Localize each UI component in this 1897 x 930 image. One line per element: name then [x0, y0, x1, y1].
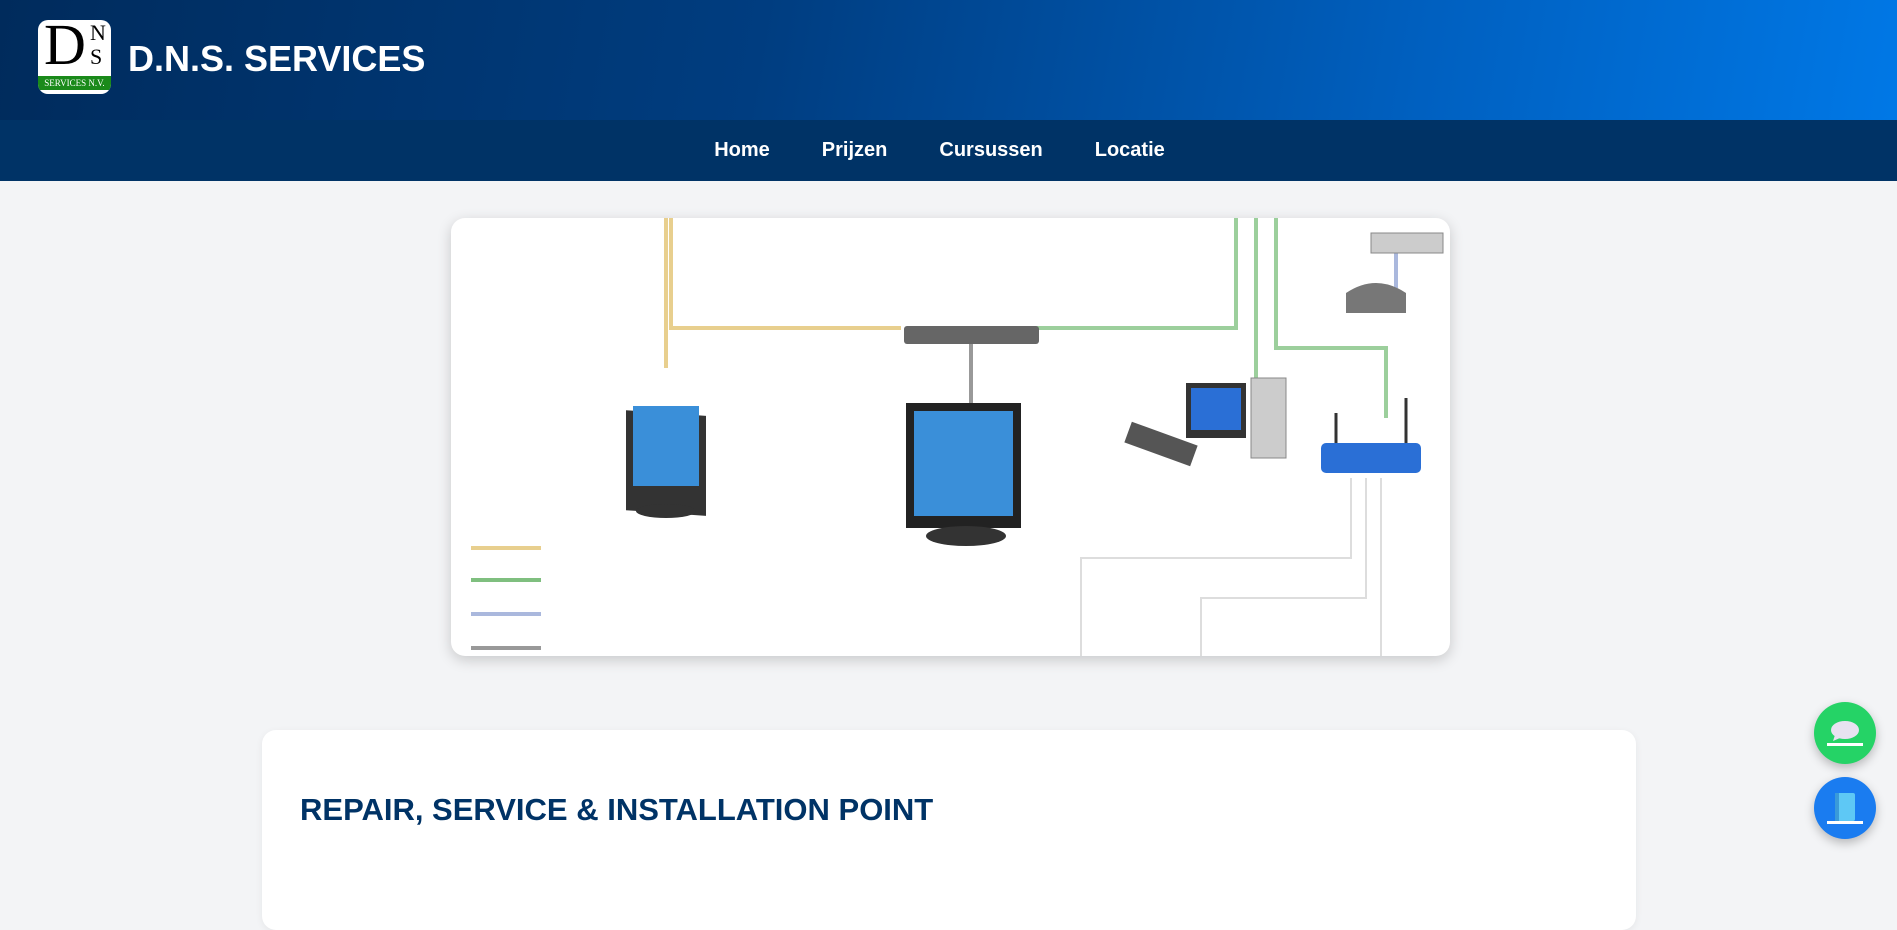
nav-locatie[interactable]: Locatie	[1094, 139, 1165, 161]
main-nav: Home Prijzen Cursussen Locatie	[0, 120, 1897, 181]
section-title: REPAIR, SERVICE & INSTALLATION POINT	[300, 792, 934, 827]
nav-cursussen[interactable]: Cursussen	[939, 139, 1043, 161]
book-button[interactable]	[1814, 777, 1876, 839]
chat-button[interactable]	[1814, 702, 1876, 764]
site-title: D.N.S. SERVICES	[128, 38, 426, 79]
nav-prijzen[interactable]: Prijzen	[821, 139, 888, 161]
book-icon	[1827, 793, 1863, 824]
hero-image-network-diagram	[451, 218, 1450, 656]
nav-home[interactable]: Home	[714, 139, 770, 161]
chat-bubble-icon	[1827, 721, 1863, 746]
content-card: REPAIR, SERVICE & INSTALLATION POINT	[262, 730, 1636, 930]
